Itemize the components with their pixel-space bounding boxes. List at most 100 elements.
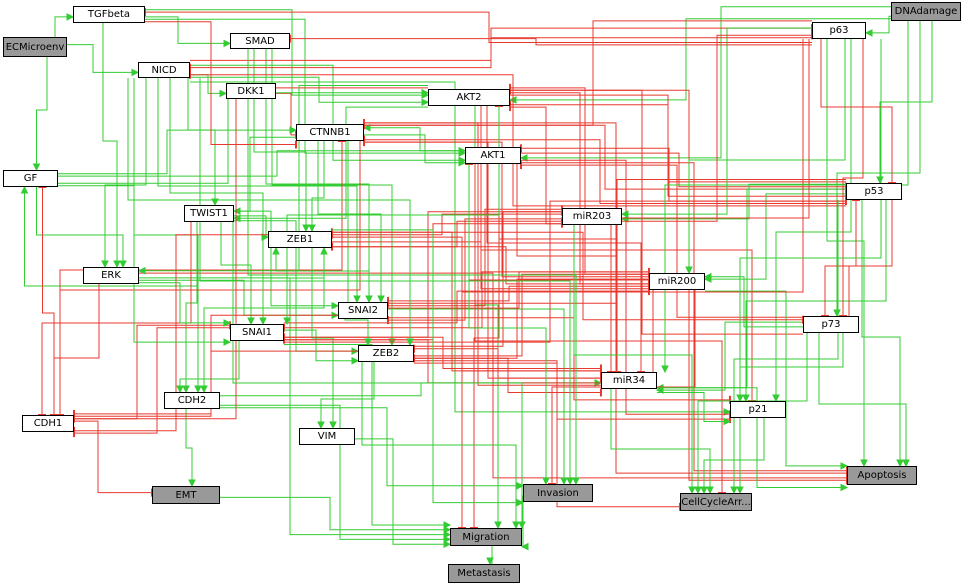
edge-ZEB1-miR200 [332, 241, 649, 290]
edge-SNAI2-miR200 [388, 271, 649, 309]
node-Metastasis[interactable]: Metastasis [448, 564, 520, 583]
arrowhead-DNAdamage-p63 [864, 29, 873, 37]
node-label: ERK [101, 270, 121, 281]
edge-TWIST1-SNAI2 [234, 210, 338, 307]
edge-GF-SNAI1 [58, 185, 230, 343]
arrowhead-NICD-SNAI2 [353, 295, 361, 304]
node-VIM[interactable]: VIM [299, 428, 355, 445]
node-label: SMAD [245, 35, 275, 47]
node-CDH1[interactable]: CDH1 [22, 415, 74, 432]
edge-GF-ERK [36, 187, 124, 267]
arrowhead-DNAdamage-miR34 [661, 365, 669, 374]
arrowhead-NICD-Invasion [566, 477, 574, 486]
node-label: DNAdamage [894, 6, 958, 17]
node-DKK1[interactable]: DKK1 [226, 83, 276, 99]
arrowhead-SNAI2-ZEB2 [364, 338, 372, 347]
node-label: ZEB1 [286, 234, 314, 245]
edge-p63-p73 [842, 39, 864, 316]
arrowhead-ZEB1-VIM [329, 421, 337, 430]
arrowhead-p73-miR200 [703, 272, 712, 281]
node-SNAI1[interactable]: SNAI1 [230, 324, 284, 341]
node-Migration[interactable]: Migration [450, 528, 522, 546]
node-CDH2[interactable]: CDH2 [164, 392, 220, 409]
node-SMAD[interactable]: SMAD [230, 33, 290, 49]
node-label: miR203 [572, 211, 612, 222]
arrowhead-ECMicroenv-TGFbeta [66, 13, 75, 21]
node-GF[interactable]: GF [3, 170, 58, 187]
arrowhead-DNAdamage-AKT1 [519, 154, 528, 162]
arrowhead-Invasion-Migration [520, 542, 529, 551]
node-label: TWIST1 [190, 208, 228, 219]
arrowhead-ECMicroenv-NICD [131, 68, 140, 77]
node-label: Metastasis [457, 568, 511, 579]
node-SNAI2[interactable]: SNAI2 [338, 302, 388, 319]
arrowhead-AKT2-Migration [494, 521, 502, 530]
edge-SNAI2-CDH1 [74, 314, 338, 415]
edge-p73-Apoptosis [818, 333, 907, 466]
edge-TWIST1-CDH1 [41, 222, 192, 415]
node-ERK[interactable]: ERK [83, 267, 139, 284]
edge-ZEB2-CellCycleArrest [414, 360, 680, 508]
arrowhead-TWIST1-SNAI1 [247, 317, 255, 326]
edge-p73-p53 [848, 200, 857, 316]
node-label: SNAI1 [242, 327, 272, 338]
node-AKT2[interactable]: AKT2 [428, 89, 510, 106]
node-miR200[interactable]: miR200 [649, 273, 705, 290]
node-EMT[interactable]: EMT [152, 486, 220, 504]
node-miR34[interactable]: miR34 [601, 372, 657, 389]
edge-p63-TGFbeta [145, 11, 812, 43]
node-p73[interactable]: p73 [803, 316, 859, 333]
node-p53[interactable]: p53 [846, 183, 902, 200]
node-TWIST1[interactable]: TWIST1 [184, 205, 234, 222]
arrowhead-SNAI1-Migration [443, 521, 452, 529]
node-ZEB1[interactable]: ZEB1 [268, 231, 332, 248]
edge-AKT1-Invasion [468, 164, 547, 484]
arrowhead-CTNNB1-SNAI2 [377, 295, 385, 304]
node-NICD[interactable]: NICD [138, 62, 190, 78]
node-ZEB2[interactable]: ZEB2 [358, 345, 414, 362]
edge-TGFbeta-AKT2 [145, 9, 428, 96]
edge-DNAdamage-p73 [836, 21, 921, 316]
node-miR203[interactable]: miR203 [562, 208, 622, 225]
edge-miR200-ZEB1 [332, 246, 649, 285]
edge-CTNNB1-Invasion [347, 141, 565, 484]
node-label: VIM [317, 431, 337, 442]
edge-ZEB1-p73 [332, 231, 803, 321]
node-label: CellCycleArr... [681, 496, 751, 508]
arrowhead-TGFbeta-ERK [113, 260, 121, 269]
edge-CTNNB1-SNAI2 [317, 141, 382, 302]
node-p63[interactable]: p63 [812, 22, 866, 39]
edge-CDH2-Migration [220, 404, 450, 540]
node-label: ZEB2 [372, 348, 400, 359]
node-AKT1[interactable]: AKT1 [465, 147, 521, 164]
node-Invasion[interactable]: Invasion [523, 484, 593, 502]
edge-p63-miR34 [610, 39, 810, 372]
arrowhead-GF-ERK [119, 260, 127, 269]
node-DNAdamage[interactable]: DNAdamage [891, 2, 961, 21]
edge-ZEB1-miR203 [332, 220, 562, 248]
node-TGFbeta[interactable]: TGFbeta [73, 6, 145, 23]
node-label: miR200 [657, 276, 697, 287]
node-CellCycleArrest[interactable]: CellCycleArr... [680, 493, 752, 511]
edge-miR203-p63 [622, 34, 812, 222]
arrowhead-SNAI1-ZEB2 [351, 356, 360, 365]
edge-TGFbeta-CTNNB1 [145, 21, 296, 145]
node-label: Migration [462, 531, 510, 543]
node-CTNNB1[interactable]: CTNNB1 [296, 124, 364, 141]
node-Apoptosis[interactable]: Apoptosis [847, 466, 917, 485]
node-p21[interactable]: p21 [730, 401, 786, 418]
arrowhead-GF-AKT2 [421, 88, 430, 97]
edge-CDH1-SNAI1 [74, 324, 230, 420]
arrowhead-VIM-Migration [443, 540, 452, 549]
arrowhead-p63-miR203 [620, 210, 629, 218]
arrowhead-ERK-SNAI1 [223, 319, 232, 327]
edge-ERK-Apoptosis [139, 272, 847, 479]
edge-NICD-SNAI1 [169, 78, 264, 324]
arrowhead-SNAI1-ZEB1 [320, 246, 328, 255]
edge-EMT-Migration [220, 496, 450, 531]
node-ECMicroenv[interactable]: ECMicroenv [3, 37, 67, 57]
node-label: p63 [829, 25, 849, 36]
arrowhead-TGFbeta-SMAD [223, 39, 232, 48]
edge-SNAI2-p21 [388, 317, 730, 401]
